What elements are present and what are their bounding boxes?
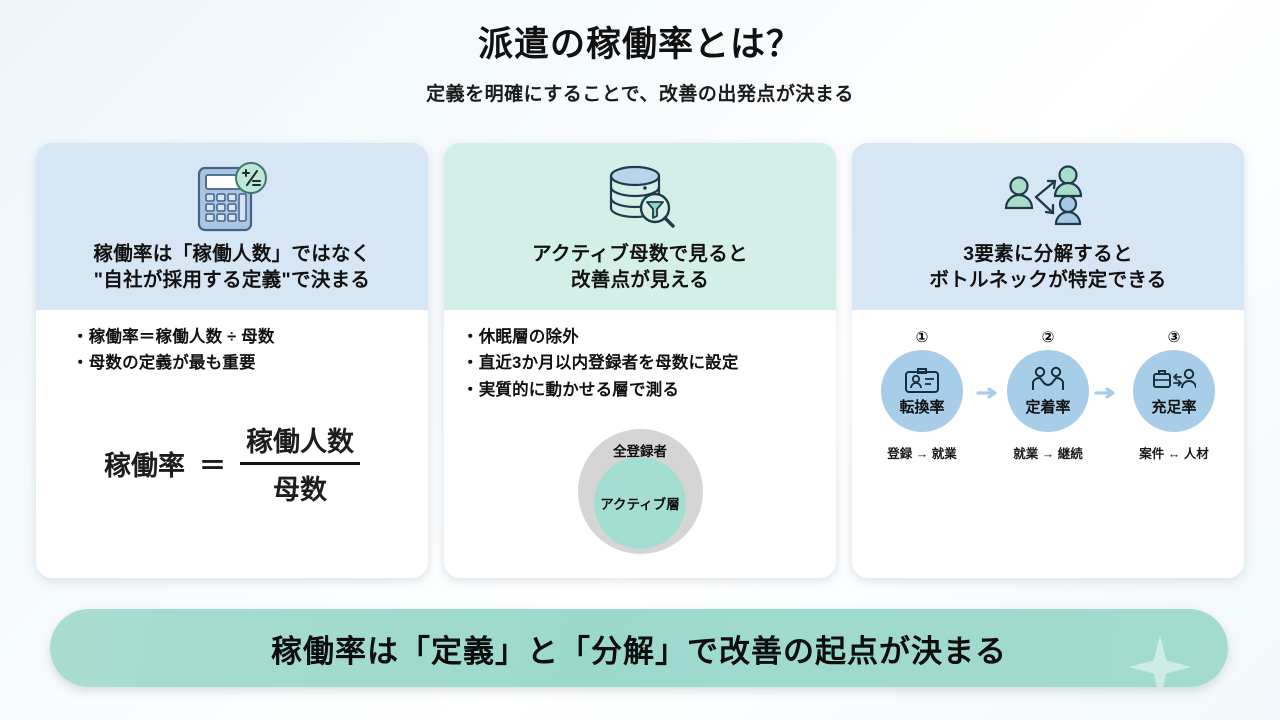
card-definition-body: ・稼働率＝稼働人数 ÷ 母数 ・母数の定義が最も重要 稼働率 ＝ 稼働人数 母数 [36, 310, 428, 578]
utilization-formula: 稼働率 ＝ 稼働人数 母数 [52, 377, 412, 568]
card-definition-bullets: ・稼働率＝稼働人数 ÷ 母数 ・母数の定義が最も重要 [52, 324, 412, 377]
step-arrow-icon [976, 386, 1000, 405]
list-item: ・稼働率＝稼働人数 ÷ 母数 [72, 327, 275, 346]
card-three-factors-title: 3要素に分解すると ボトルネックが特定できる [929, 241, 1166, 294]
formula-fraction: 稼働人数 母数 [240, 420, 360, 507]
step-label: 転換率 [899, 398, 945, 416]
card-three-factors[interactable]: 3要素に分解すると ボトルネックが特定できる ① [852, 143, 1244, 578]
step-label: 定着率 [1025, 398, 1071, 416]
step-conversion-rate[interactable]: ① [870, 328, 974, 462]
formula-denominator: 母数 [273, 475, 327, 506]
briefcase-person-icon [1152, 365, 1196, 395]
formula-left-term: 稼働率 [104, 451, 185, 482]
summary-banner: 稼働率は「定義」と「分解」で改善の起点が決まる [50, 609, 1228, 687]
card-three-factors-body: ① [852, 310, 1244, 578]
card-three-factors-title-line1: 3要素に分解すると [963, 243, 1133, 265]
card-active-base-body: ・休眠層の除外 ・直近3か月以内登録者を母数に設定 ・実質的に動かせる層で測る … [444, 310, 836, 578]
list-item: ・母数の定義が最も重要 [72, 354, 256, 373]
card-active-base-title-line2: 改善点が見える [570, 269, 709, 292]
step-fill-rate[interactable]: ③ [1122, 328, 1226, 462]
step-number: ③ [1167, 328, 1181, 346]
card-definition-header: 稼働率は「稼働人数」ではなく "自社が採用する定義"で決まる [36, 143, 428, 310]
step-retention-rate[interactable]: ② 定着率 [996, 328, 1100, 462]
card-definition-title-line2: "自社が採用する定義"で決まる [93, 269, 371, 292]
handshake-icon [1029, 365, 1067, 395]
kpi-step-flow: ① [868, 324, 1228, 568]
card-active-base-header: アクティブ母数で見ると 改善点が見える [444, 143, 836, 310]
step-circle: 充足率 [1133, 349, 1215, 432]
active-layer-venn: 全登録者 アクティブ層 [460, 404, 820, 568]
venn-outer-circle: 全登録者 アクティブ層 [577, 429, 703, 554]
step-arrow-icon [1094, 386, 1118, 405]
formula-divider-bar [240, 462, 360, 466]
step-caption: 案件 ↔ 人材 [1139, 446, 1209, 461]
step-caption: 登録 → 就業 [887, 446, 957, 461]
cards-row: 稼働率は「稼働人数」ではなく "自社が採用する定義"で決まる ・稼働率＝稼働人数… [36, 143, 1244, 578]
card-active-base-bullets: ・休眠層の除外 ・直近3か月以内登録者を母数に設定 ・実質的に動かせる層で測る [460, 324, 820, 404]
database-filter-icon [599, 157, 681, 235]
summary-banner-text: 稼働率は「定義」と「分解」で改善の起点が決まる [271, 633, 1007, 669]
page-subtitle: 定義を明確にすることで、改善の出発点が決まる [426, 84, 854, 105]
card-active-base-title-line1: アクティブ母数で見ると [532, 243, 748, 265]
page-title: 派遣の稼働率とは？ [477, 25, 802, 64]
card-three-factors-header: 3要素に分解すると ボトルネックが特定できる [852, 143, 1244, 310]
step-circle: 定着率 [1007, 349, 1089, 432]
venn-outer-label: 全登録者 [613, 444, 667, 459]
card-definition[interactable]: 稼働率は「稼働人数」ではなく "自社が採用する定義"で決まる ・稼働率＝稼働人数… [36, 143, 428, 578]
card-active-base-title: アクティブ母数で見ると 改善点が見える [532, 241, 748, 294]
formula-numerator: 稼働人数 [246, 427, 354, 458]
list-item: ・直近3か月以内登録者を母数に設定 [462, 354, 739, 373]
sparkle-icon [1128, 635, 1192, 687]
card-three-factors-title-line2: ボトルネックが特定できる [929, 269, 1167, 292]
step-number: ① [915, 328, 929, 346]
step-number: ② [1041, 328, 1055, 346]
list-item: ・休眠層の除外 [462, 327, 579, 346]
card-definition-title: 稼働率は「稼働人数」ではなく "自社が採用する定義"で決まる [93, 241, 370, 294]
list-item: ・実質的に動かせる層で測る [462, 381, 680, 400]
step-label: 充足率 [1151, 398, 1197, 416]
card-active-base[interactable]: アクティブ母数で見ると 改善点が見える ・休眠層の除外 ・直近3か月以内登録者を… [444, 143, 836, 578]
calculator-icon [191, 157, 273, 235]
step-circle: 転換率 [881, 349, 963, 432]
people-branch-icon [1002, 157, 1094, 235]
step-caption: 就業 → 継続 [1013, 446, 1083, 461]
formula-equals-sign: ＝ [199, 451, 226, 482]
venn-inner-circle: アクティブ層 [594, 457, 686, 549]
id-card-icon [903, 365, 941, 395]
venn-inner-label: アクティブ層 [600, 497, 680, 512]
card-definition-title-line1: 稼働率は「稼働人数」ではなく [93, 243, 371, 265]
slide-header: 派遣の稼働率とは？ 定義を明確にすることで、改善の出発点が決まる [0, 0, 1280, 106]
